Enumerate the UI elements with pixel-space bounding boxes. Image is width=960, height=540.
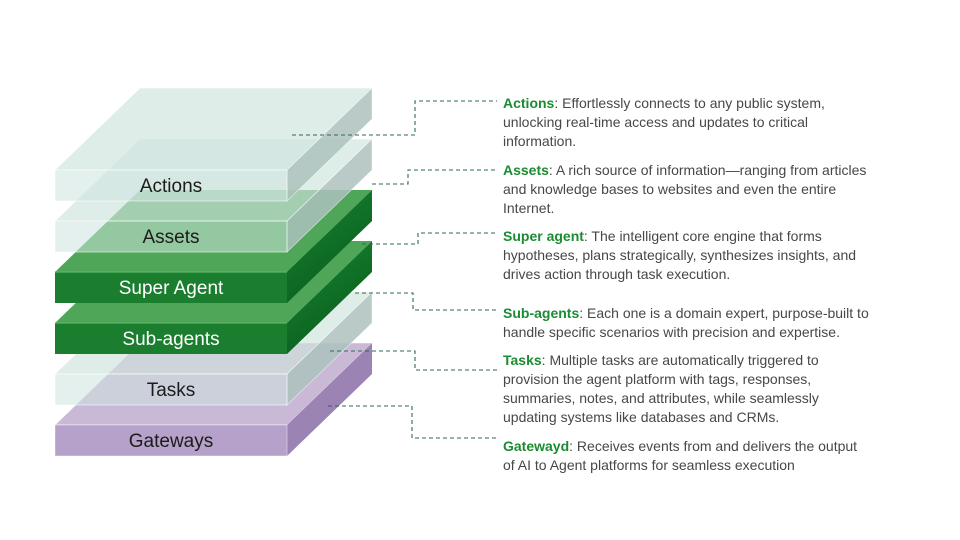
layer-super-agent-front-face	[55, 272, 287, 303]
layer-super-agent-side-face	[287, 190, 372, 303]
description-assets: Assets: A rich source of information—ran…	[503, 142, 958, 218]
connector-tasks	[330, 350, 497, 371]
layer-sub-agents-label: Sub-agents	[122, 329, 219, 350]
description-actions-keyword: Actions	[503, 95, 555, 111]
description-tasks: Tasks: Multiple tasks are automatically …	[503, 332, 958, 427]
layer-tasks-front-face	[54, 373, 288, 406]
description-tasks-text: : Multiple tasks are automatically trigg…	[503, 352, 819, 425]
description-super-agent-text: : The intelligent core engine that forms…	[503, 228, 857, 282]
layer-sub-agents-front-face	[55, 323, 287, 354]
layer-gateways-label: Gateways	[129, 431, 213, 452]
description-sub-agents: Sub-agents: Each one is a domain expert,…	[503, 285, 958, 342]
description-gateways: Gatewayd: Receives events from and deliv…	[503, 418, 958, 475]
description-actions-text: : Effortlessly connects to any public sy…	[503, 95, 825, 149]
layer-gateways-front-face	[54, 424, 288, 457]
description-sub-agents-text: : Each one is a domain expert, purpose-b…	[503, 305, 869, 340]
description-assets-text: : A rich source of information—ranging f…	[503, 162, 867, 216]
connector-sub-agents	[355, 292, 497, 311]
description-super-agent: Super agent: The intelligent core engine…	[503, 208, 958, 284]
layer-assets-front-face	[54, 220, 288, 253]
description-super-agent-keyword: Super agent	[503, 228, 584, 244]
description-assets-keyword: Assets	[503, 162, 549, 178]
layer-assets-label: Assets	[142, 227, 199, 248]
layer-actions-label: Actions	[140, 176, 202, 197]
description-sub-agents-keyword: Sub-agents	[503, 305, 580, 321]
description-tasks-keyword: Tasks	[503, 352, 542, 368]
layer-gateways-side-face	[287, 343, 372, 456]
layer-super-agent-label: Super Agent	[119, 278, 224, 299]
description-gateways-keyword: Gatewayd	[503, 438, 570, 454]
connector-gateways	[328, 405, 497, 439]
connector-super-agent	[362, 232, 497, 245]
connector-actions	[292, 100, 497, 136]
description-gateways-text: : Receives events from and delivers the …	[503, 438, 858, 473]
layer-actions-front-face	[54, 169, 288, 202]
connector-assets	[372, 169, 497, 185]
layer-tasks-label: Tasks	[147, 380, 196, 401]
description-actions: Actions: Effortlessly connects to any pu…	[503, 75, 958, 151]
layer-slab-actions: Actions	[54, 87, 373, 202]
layer-sub-agents-side-face	[287, 241, 372, 354]
